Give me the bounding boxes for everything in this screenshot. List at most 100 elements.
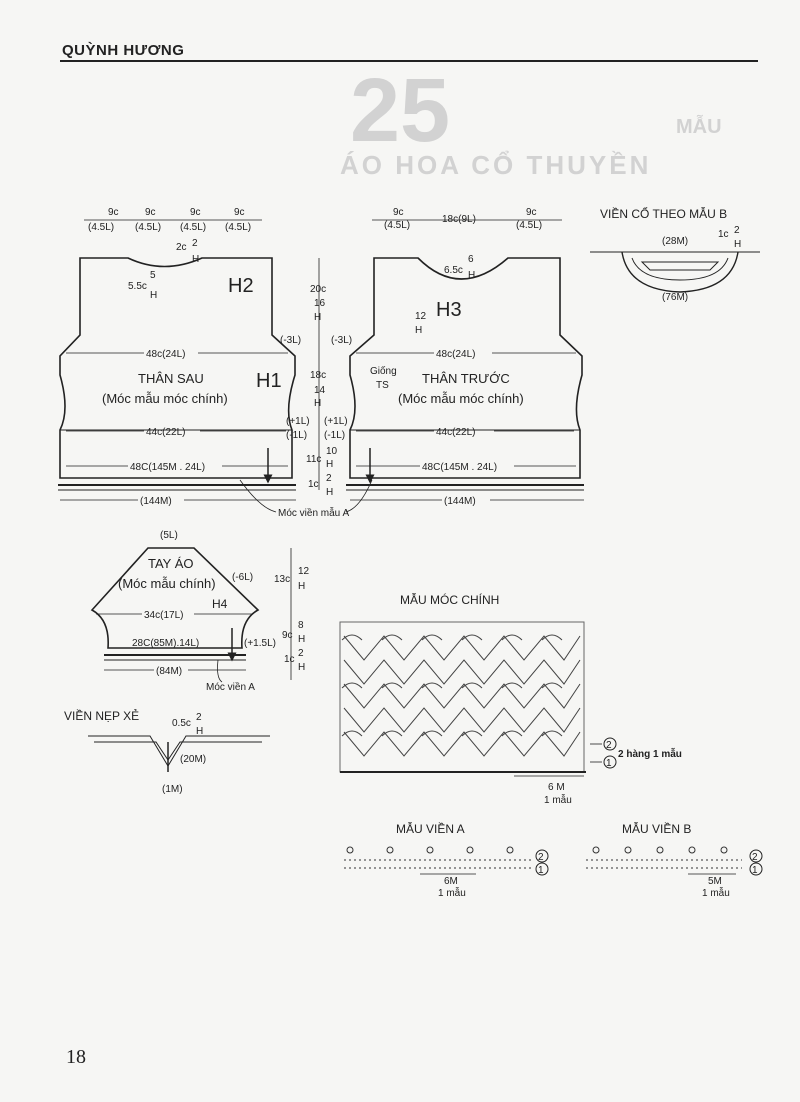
main-pattern-title: MẪU MÓC CHÍNH <box>400 592 499 607</box>
front-neck-h: 6 <box>468 254 474 265</box>
main-pattern: MẪU MÓC CHÍNH 2 1 2 hàng 1 mẫu 6 M 1 mẫu <box>339 592 682 806</box>
neckband-inner: (28M) <box>662 236 688 247</box>
front-same: Giống <box>370 365 397 377</box>
front-width-48: 48c(24L) <box>436 349 475 360</box>
center-c20: 20c <box>310 284 326 295</box>
sleeve-c1: 1c <box>284 654 295 665</box>
center-h16: 16 <box>314 298 326 309</box>
front-outline <box>349 257 583 479</box>
neckband-title: VIỀN CỔ THEO MẪU B <box>600 206 727 221</box>
main-pattern-rows: 2 hàng 1 mẫu <box>618 747 682 760</box>
back-width-44: 44c(22L) <box>146 427 185 438</box>
pattern-a-title: MẪU VIỀN A <box>396 821 465 836</box>
center-h10-h: H <box>326 459 333 470</box>
back-top-s3: (4.5L) <box>180 222 206 233</box>
back-subtitle: (Móc mẫu móc chính) <box>102 391 228 406</box>
back-top-w3: 9c <box>190 207 201 218</box>
front-subtitle: (Móc mẫu móc chính) <box>398 391 524 406</box>
main-pattern-chart <box>339 621 585 773</box>
page-number: 18 <box>66 1046 86 1068</box>
center-c11: 11c <box>306 454 321 465</box>
sleeve-outline <box>90 547 260 649</box>
center-h2-h: H <box>326 487 333 498</box>
center-h16-h: H <box>314 312 321 323</box>
back-chain: (144M) <box>140 496 172 507</box>
back-piece: 9c 9c 9c 9c (4.5L) (4.5L) (4.5L) (4.5L) … <box>58 207 301 507</box>
center-h10: 10 <box>326 446 338 457</box>
center-h14: 14 <box>314 385 326 396</box>
neckband-outer: (76M) <box>662 292 688 303</box>
back-top-s2: (4.5L) <box>135 222 161 233</box>
back-dec: (-3L) <box>280 335 301 346</box>
back-outline <box>59 257 296 479</box>
front-width-44: 44c(22L) <box>436 427 475 438</box>
header-rule <box>60 60 758 62</box>
sleeve-h8: 8 <box>298 620 304 631</box>
back-width-48: 48c(24L) <box>146 349 185 360</box>
main-pattern-row2: 2 <box>606 740 612 751</box>
ghost-mau: MẪU <box>676 116 722 138</box>
back-neck-depth: 5.5c <box>128 281 147 292</box>
front-bottom: 48C(145M . 24L) <box>422 462 497 473</box>
main-pattern-repeat2: 1 mẫu <box>544 793 572 806</box>
back-top-s4: (4.5L) <box>225 222 251 233</box>
center-h14-h: H <box>314 398 321 409</box>
pattern-b-row2: 2 <box>752 852 758 863</box>
placket-h2: 2 <box>196 712 202 723</box>
pattern-b-row1: 1 <box>752 865 758 876</box>
pattern-b: MẪU VIỀN B 2 1 5M 1 mẫu <box>586 821 763 899</box>
sleeve-h2: 2 <box>298 648 304 659</box>
sleeve-c13: 13c <box>274 574 290 585</box>
placket-m1: (1M) <box>162 784 183 795</box>
front-neck-depth: 6.5c <box>444 265 463 276</box>
front-label-h3: H3 <box>436 299 462 321</box>
back-neck-h2: H <box>150 290 157 301</box>
front-piece: 9c (4.5L) 18c(9L) 9c (4.5L) 6.5c 6 H 12 … <box>331 207 584 507</box>
sleeve-h12: 12 <box>298 566 310 577</box>
front-top-right-sub: (4.5L) <box>516 220 542 231</box>
neckband: VIỀN CỔ THEO MẪU B (28M) (76M) 1c 2 H <box>590 206 760 303</box>
ghost-title: ÁO HOA CỔ THUYỀN <box>340 150 652 180</box>
main-pattern-row1: 1 <box>606 758 612 769</box>
center-c1: 1c <box>308 479 319 490</box>
back-label-h2: H2 <box>228 275 254 297</box>
pattern-b-repeat: 5M <box>708 876 722 887</box>
neckband-h: H <box>734 239 741 250</box>
front-top-left: 9c <box>393 207 404 218</box>
pattern-b-title: MẪU VIỀN B <box>622 821 691 836</box>
back-top-w1: 9c <box>108 207 119 218</box>
center-dec-left: (-1L) <box>286 430 307 441</box>
center-border: Móc viền mẫu A <box>278 506 349 519</box>
pattern-a: MẪU VIỀN A 2 1 6M 1 mẫu <box>344 821 549 899</box>
pattern-a-repeat: 6M <box>444 876 458 887</box>
back-title: THÂN SAU <box>138 371 204 386</box>
neckband-h2: 2 <box>734 225 740 236</box>
center-dec-right: (-1L) <box>324 430 345 441</box>
header-title: QUỲNH HƯƠNG <box>62 42 185 59</box>
back-label-h1: H1 <box>256 370 282 392</box>
center-h2: 2 <box>326 473 332 484</box>
placket-c05: 0.5c <box>172 718 191 729</box>
placket: VIỀN NẸP XẺ 0.5c 2 H (20M) (1M) <box>64 708 270 795</box>
front-dec: (-3L) <box>331 335 352 346</box>
sleeve-dec: (-6L) <box>232 572 253 583</box>
back-top-w2: 9c <box>145 207 156 218</box>
center-inc-right: (+1L) <box>324 416 348 427</box>
sleeve-c9: 9c <box>282 630 293 641</box>
sleeve-inc: (+1.5L) <box>244 638 276 649</box>
sleeve-chain: (84M) <box>156 666 182 677</box>
sleeve-subtitle: (Móc mẫu chính) <box>118 576 216 591</box>
sleeve-border: Móc viền A <box>206 681 255 693</box>
center-measurements: 20c 16 H 18c 14 H (+1L) (+1L) (-1L) (-1L… <box>239 258 373 519</box>
back-bottom: 48C(145M . 24L) <box>130 462 205 473</box>
center-inc-left: (+1L) <box>286 416 310 427</box>
front-neck-h2: H <box>468 270 475 281</box>
sleeve-h2-h: H <box>298 662 305 673</box>
pattern-a-row2: 2 <box>538 852 544 863</box>
back-top-w4: 9c <box>234 207 245 218</box>
back-neck-side-h: 2 <box>192 238 198 249</box>
pattern-a-row1: 1 <box>538 865 544 876</box>
front-top-right: 9c <box>526 207 537 218</box>
front-top-left-sub: (4.5L) <box>384 220 410 231</box>
